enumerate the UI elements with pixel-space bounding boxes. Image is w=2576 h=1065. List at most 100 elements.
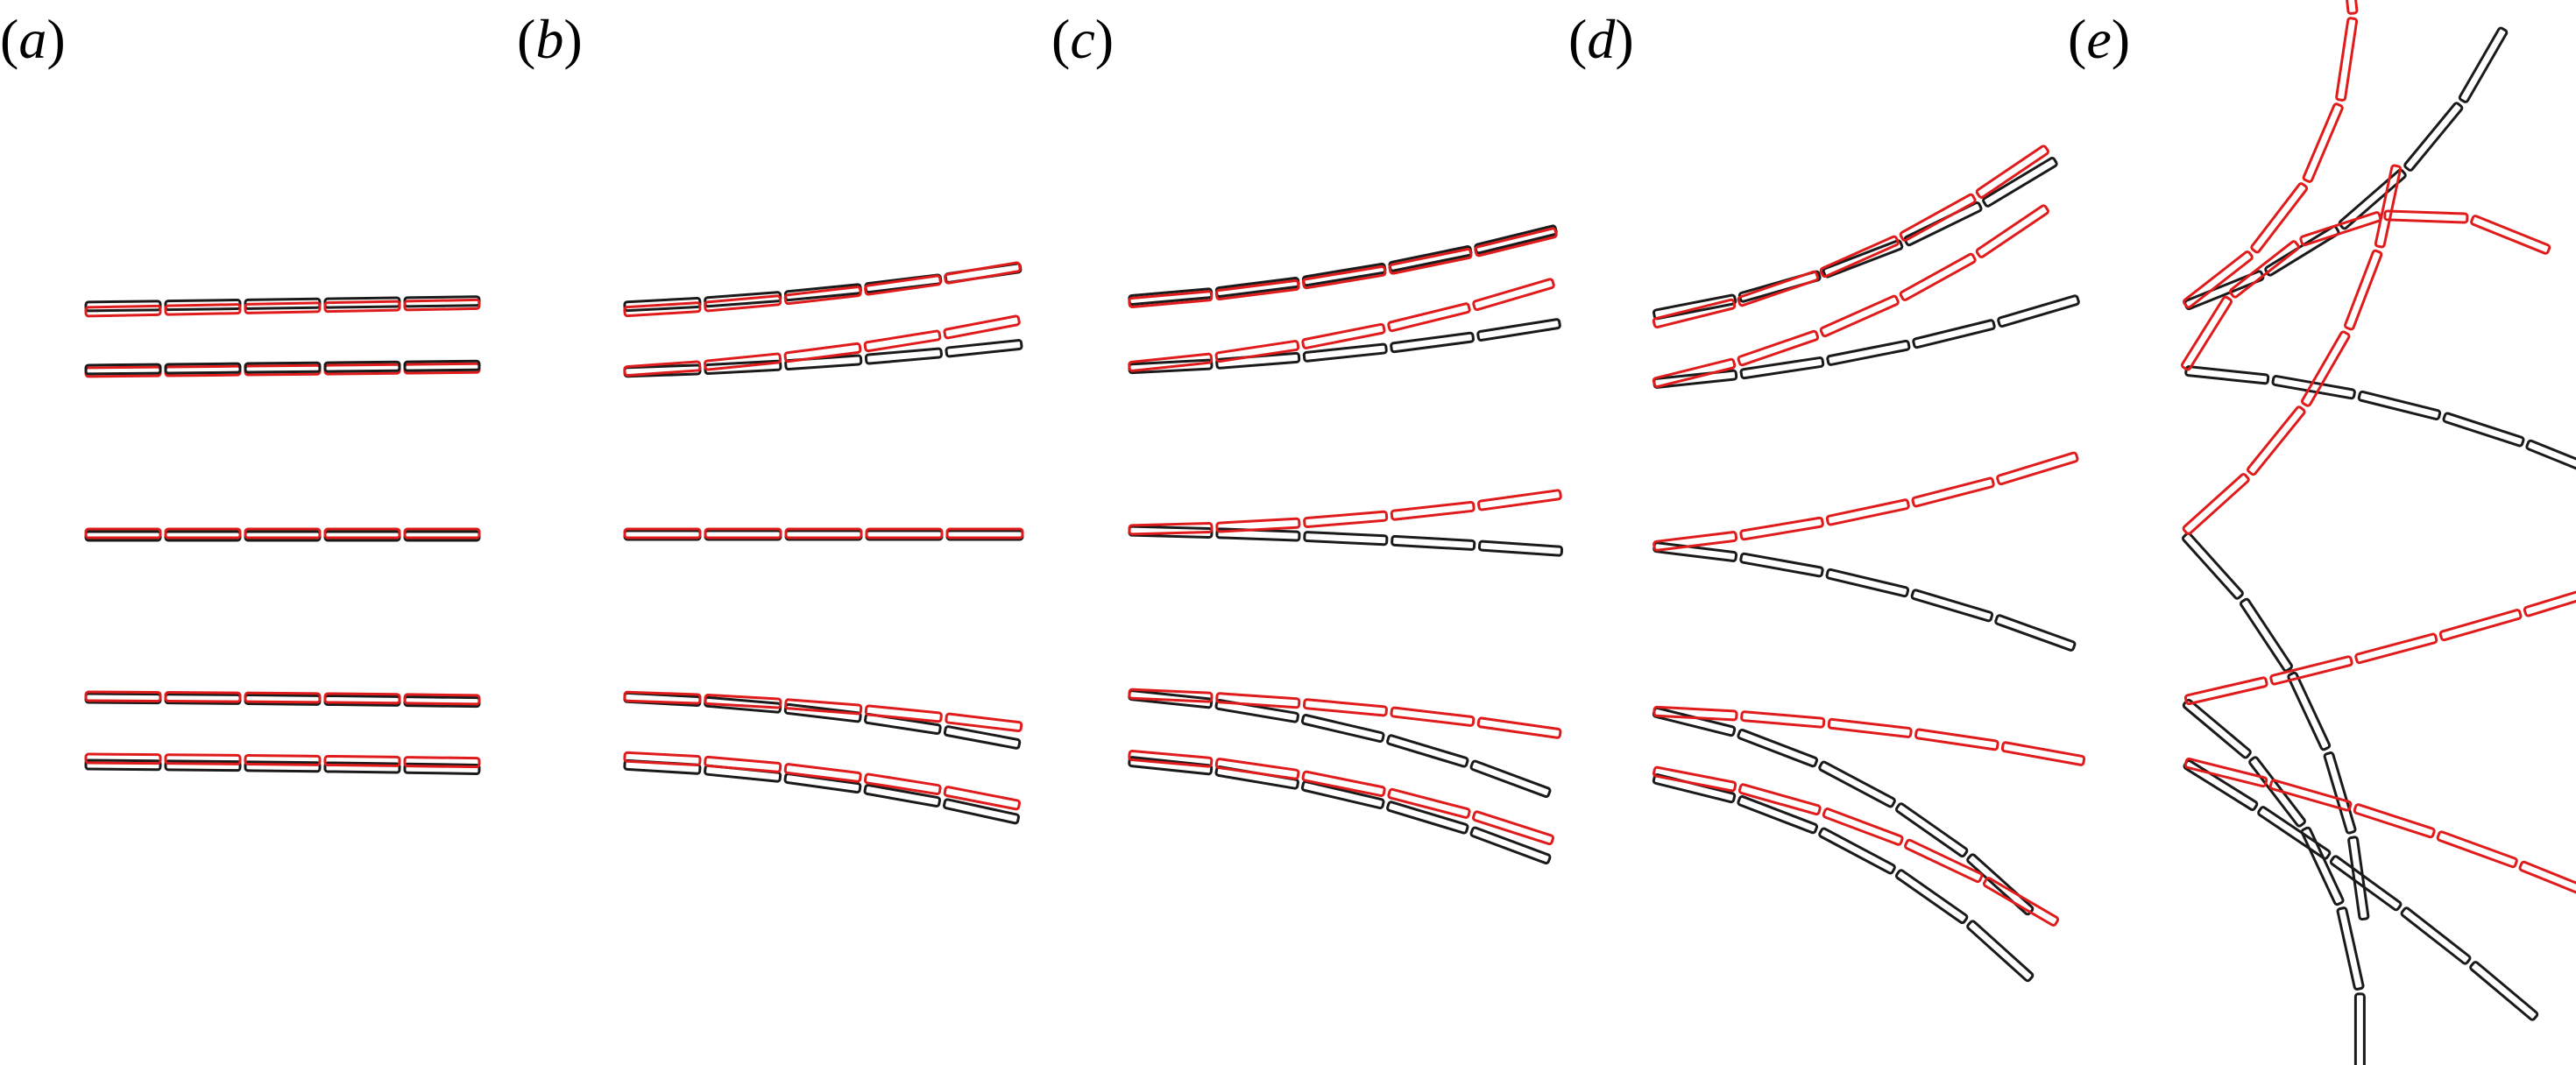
chain-d-red-8-link (2000, 741, 2086, 766)
chain-b-red-6-link (945, 527, 1024, 540)
chain-e-red-10 (2183, 758, 2576, 901)
chain-a-black-4-link (164, 362, 242, 375)
chain-b-red-6-link (784, 527, 863, 540)
panel-a: (a) (0, 8, 481, 775)
chain-c-red-6-link (1128, 522, 1214, 536)
chain-d-black-9-link (1894, 869, 1969, 925)
chain-a-red-10-link (244, 753, 322, 766)
chain-c-red-6-link (1303, 510, 1389, 528)
chain-e-black-5-link (2287, 671, 2332, 751)
chain-d-black-5-link (1910, 589, 1994, 623)
chain-d-red-8-link (1652, 705, 1738, 722)
chain-e-red-6-link (2182, 473, 2250, 535)
chain-e-black-1-link (2338, 168, 2407, 230)
chain-c-red-4 (1128, 278, 1555, 372)
chain-e-black-5-link (2323, 751, 2357, 835)
chain-d-black-1-link (1652, 293, 1737, 321)
chain-b-black-3-link (945, 339, 1023, 358)
chain-a-red-8-link (164, 691, 242, 703)
chain-e-red-2-link (2302, 102, 2344, 183)
chain-a-red-2 (84, 298, 481, 318)
chain-c-red-10-link (1471, 810, 1555, 846)
chain-a-red-2-link (244, 301, 322, 314)
chain-e-red-10-link (2353, 803, 2436, 839)
chain-e-red-10-link (2436, 830, 2518, 869)
chain-a-red-6-link (403, 527, 481, 540)
chain-e-red-4-link (2470, 215, 2551, 255)
chain-d-red-10-link (1822, 808, 1904, 846)
chain-c-black-3-link (1476, 318, 1561, 342)
chain-a-red-6-link (164, 527, 242, 540)
chain-c-black-3-link (1390, 331, 1475, 354)
chain-b-black-9-link (943, 798, 1021, 825)
chain-a-black-9-link (323, 761, 401, 774)
chain-d-red-4-link (1819, 294, 1900, 338)
chain-d-red-2-link (1819, 235, 1900, 279)
chain-b-black-1-link (623, 297, 702, 313)
chain-d-red-6-link (1911, 476, 1995, 508)
chain-e-red-8-link (2183, 676, 2268, 706)
chain-c-red-2-link (1388, 248, 1473, 275)
chain-b-red-4-link (623, 360, 702, 377)
chain-c-red-8-link (1128, 688, 1214, 703)
chain-c-red-10-link (1301, 770, 1386, 798)
panel-label-a: (a) (0, 8, 66, 70)
chain-c-red-4-link (1387, 302, 1471, 333)
chain-e-red-2-link (2250, 182, 2309, 254)
chain-b-red-4-link (783, 342, 862, 363)
chain-e-red-4-link (2228, 240, 2300, 299)
chain-e-black-7-link (2300, 826, 2345, 906)
chain-a-red-8-link (403, 693, 481, 706)
chain-e-red-6-link (2374, 164, 2403, 249)
chain-e-black-7-link (2336, 906, 2365, 991)
chain-d-red-8-link (1914, 728, 1999, 751)
chain-c-red-4-link (1301, 322, 1386, 349)
chain-e-black-9-link (2329, 855, 2403, 912)
chain-a-red-2-link (164, 303, 242, 316)
chain-a-red-2-link (403, 298, 481, 312)
panel-label-b: (b) (517, 8, 583, 70)
chain-b-red-8-link (704, 694, 782, 709)
chain-e-black-3-link (2357, 390, 2442, 420)
chain-d-black-9-link (1818, 827, 1896, 875)
chain-c-red-10-link (1128, 750, 1214, 768)
chain-c-red-6-link (1215, 517, 1301, 533)
chain-c-red-2-link (1128, 290, 1214, 308)
chain-e-black-1-link (2264, 225, 2340, 277)
chain-d-red-4-link (1652, 357, 1737, 388)
chain-c-black-3 (1128, 318, 1561, 375)
chain-b-red-8 (623, 690, 1023, 733)
chain-c-red-2-link (1301, 264, 1387, 290)
chain-b-red-4-link (704, 352, 782, 371)
chain-d-red-2-link (1899, 193, 1977, 242)
chain-b-red-4 (623, 314, 1021, 377)
chain-c-red-8-link (1390, 706, 1476, 727)
chain-b-red-2-link (864, 274, 942, 296)
chain-a-black-4-link (323, 360, 401, 373)
chain-e-black-3-link (2184, 365, 2270, 385)
chain-c-black-5-link (1391, 534, 1476, 551)
chain-b-black-9 (623, 758, 1021, 825)
chain-e-black-3-link (2442, 412, 2525, 448)
chain-d-black-3-link (1997, 294, 2080, 328)
chain-e-red-2-link (2335, 17, 2359, 102)
chain-e-red-8-link (2438, 609, 2523, 642)
chain-e-black-9-link (2469, 961, 2539, 1021)
chain-e-red-2 (2182, 0, 2359, 309)
chain-b-red-8-link (945, 712, 1023, 733)
chain-c-red-10-link (1387, 787, 1471, 819)
chain-d-red-10-link (1983, 877, 2060, 927)
chain-e-red-4 (2180, 209, 2551, 371)
chain-d-black-5 (1652, 541, 2077, 652)
chain-c-red-4-link (1128, 352, 1214, 372)
chain-b-red-8-link (864, 704, 943, 723)
chain-a-red-10 (84, 752, 481, 769)
chain-d-black-7-link (1894, 802, 1969, 858)
chain-d-black-9 (1652, 773, 2035, 983)
chain-e-red-4-link (2180, 295, 2233, 371)
chain-e-red-8-link (2354, 632, 2438, 665)
chain-d-red-10-link (1737, 783, 1822, 816)
chain-e-red-4-link (2383, 209, 2469, 224)
chain-b-red-6-link (865, 527, 944, 540)
chain-d-red-6-link (1652, 531, 1738, 552)
